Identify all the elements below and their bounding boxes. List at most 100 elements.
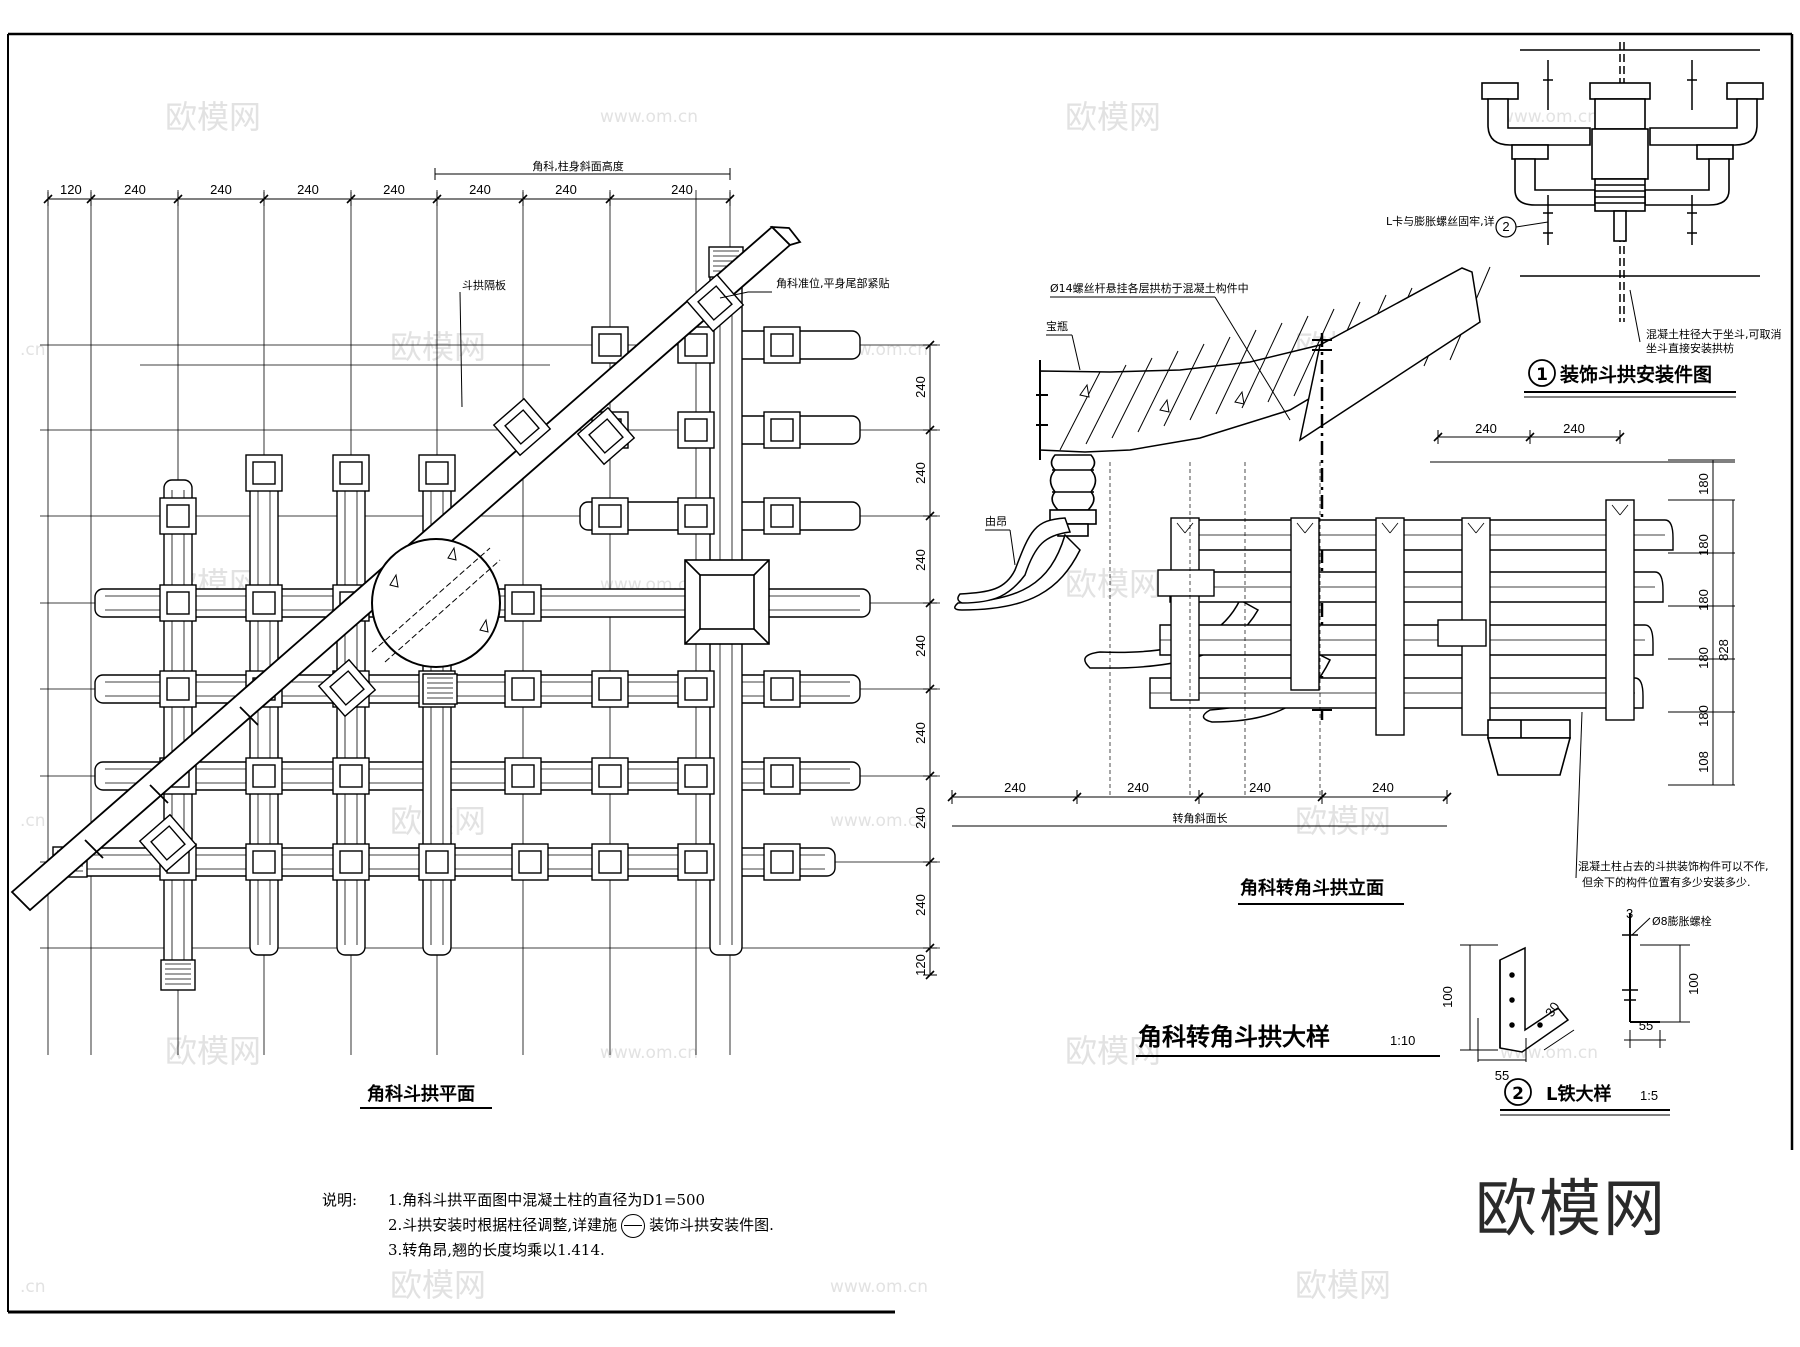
detail-title: 角科转角斗拱大样 — [1138, 1023, 1330, 1051]
plan-cup-block — [245, 843, 283, 881]
plan-right-dim: 240 — [913, 722, 928, 744]
plan-top-dim: 240 — [297, 182, 319, 197]
plan-cup-inner — [511, 677, 535, 701]
plan-cup-block — [511, 843, 549, 881]
plan-cup-block — [591, 843, 629, 881]
liron-dim-width-right: 55 — [1639, 1018, 1653, 1033]
plan-square-pier — [684, 559, 770, 645]
plan-diagonal-block-inner — [588, 418, 624, 454]
plan-cup-block — [504, 670, 542, 708]
elevation-dim-tick — [1072, 792, 1082, 802]
elevation-post-mark — [1475, 522, 1485, 534]
plan-dim-tick — [432, 194, 442, 204]
plan-cup-block — [159, 670, 197, 708]
liron-dim-depth: 30 — [1542, 999, 1563, 1019]
elevation-hatch-line — [1189, 336, 1231, 421]
install-title: 装饰斗拱安装件图 — [1559, 363, 1712, 386]
plan-cup-inner — [684, 850, 708, 874]
plan-right-dim: 240 — [913, 807, 928, 829]
elevation-post-mark — [1389, 522, 1399, 534]
plan-dim-tick — [259, 194, 269, 204]
plan-dim-tick — [725, 194, 735, 204]
plan-cup-block — [504, 584, 542, 622]
plan-cup-block — [763, 757, 801, 795]
elevation-post — [1375, 517, 1405, 736]
plan-cup-block — [418, 843, 456, 881]
explanation-item-2a: 2.斗拱安装时根据柱径调整,详建施 — [388, 1216, 618, 1234]
plan-diagonal-block — [317, 658, 377, 718]
elevation-block — [1437, 619, 1487, 647]
explanation-item-1: 1.角科斗拱平面图中混凝土柱的直径为D1=500 — [388, 1191, 706, 1209]
plan-right-dim: 240 — [913, 462, 928, 484]
plan-cup-inner — [684, 677, 708, 701]
plan-diagonal-block-inner — [150, 825, 186, 861]
plan-cup-inner — [252, 461, 276, 485]
elevation-right-dim: 108 — [1696, 751, 1711, 773]
plan-cup-block — [245, 757, 283, 795]
plan-cup-inner — [598, 504, 622, 528]
plan-hatched-block-frame — [160, 959, 196, 991]
plan-cup-inner — [166, 677, 190, 701]
plan-diagonal-block — [138, 813, 198, 873]
elevation-hatch-line — [1059, 371, 1101, 451]
elevation-right-dim: 180 — [1696, 705, 1711, 727]
plan-cup-inner — [770, 850, 794, 874]
sheet-frame — [7, 32, 1794, 1314]
elevation-note-line2: 但余下的构件位置有多少安装多少. — [1582, 875, 1751, 889]
plan-right-dim: 240 — [913, 376, 928, 398]
plan-dim-tick — [925, 684, 935, 694]
elevation-dim-tick — [1317, 792, 1327, 802]
plan-dim-tick — [925, 425, 935, 435]
plan-cup-inner — [684, 333, 708, 357]
install-number: 1 — [1536, 365, 1548, 385]
elevation-bracket-tiers — [1109, 462, 1674, 797]
elevation-block — [1157, 569, 1215, 597]
plan-cup-inner — [252, 591, 276, 615]
watermark-site: www.om.cn — [600, 107, 698, 127]
watermark-logo: 欧模网 — [390, 1266, 486, 1304]
elevation-ang-leader — [1009, 529, 1016, 566]
plan-column — [336, 479, 366, 956]
plan-cup-block — [763, 497, 801, 535]
elevation-hatch-line — [1293, 308, 1335, 397]
watermark-logo: 欧模网 — [165, 98, 261, 136]
plan-top-dim: 240 — [469, 182, 491, 197]
plan-cup-inner — [166, 504, 190, 528]
plan-concrete-column — [371, 538, 501, 668]
elevation-hatch-line — [1163, 343, 1205, 427]
watermark-logo: 欧模网 — [1065, 1032, 1161, 1070]
elevation-post-mark — [1619, 504, 1629, 516]
watermark-logo: 欧模网 — [165, 1032, 261, 1070]
elevation-right-dim: 180 — [1696, 473, 1711, 495]
plan-column — [249, 479, 279, 956]
watermark-site-short: .cn — [20, 340, 46, 360]
watermark-logo: 欧模网 — [390, 328, 486, 366]
plan-dim-tick — [605, 194, 615, 204]
elevation-note-line1: 混凝土柱占去的斗拱装饰构件可以不作, — [1578, 859, 1769, 873]
install-lclip-label: L卡与膨胀螺丝固牢,详 — [1386, 214, 1495, 228]
plan-dim-tick — [86, 194, 96, 204]
liron-title: L铁大样 — [1546, 1083, 1611, 1105]
elevation-right-dim: 180 — [1696, 647, 1711, 669]
plan-cup-block — [159, 497, 197, 535]
plan-cup-inner — [252, 850, 276, 874]
liron-bolt-label: Ø8膨胀螺栓 — [1652, 914, 1712, 928]
elevation-baoping — [1049, 454, 1097, 537]
plan-dim-tick — [925, 598, 935, 608]
elevation-baoping-label: 宝瓶 — [1046, 319, 1068, 333]
plan-dim-tick — [925, 970, 935, 980]
elevation-post-mark — [1184, 522, 1194, 534]
liron-number-circle — [1504, 1078, 1532, 1106]
elevation-bottom-dim: 240 — [1372, 780, 1394, 795]
liron-dim-height-right: 100 — [1686, 973, 1701, 995]
elevation-dim-tick — [1525, 432, 1535, 442]
plan-dim-tick — [346, 194, 356, 204]
plan-cup-block — [677, 411, 715, 449]
plan-cup-inner — [598, 764, 622, 788]
elevation-top-dim: 240 — [1563, 421, 1585, 436]
elevation-bottom-dim: 240 — [1004, 780, 1026, 795]
plan-dim-tick — [925, 771, 935, 781]
elevation-dim-tick — [1615, 432, 1625, 442]
watermark-site: www.om.cn — [830, 1277, 928, 1297]
liron-dim-height-left: 100 — [1440, 986, 1455, 1008]
